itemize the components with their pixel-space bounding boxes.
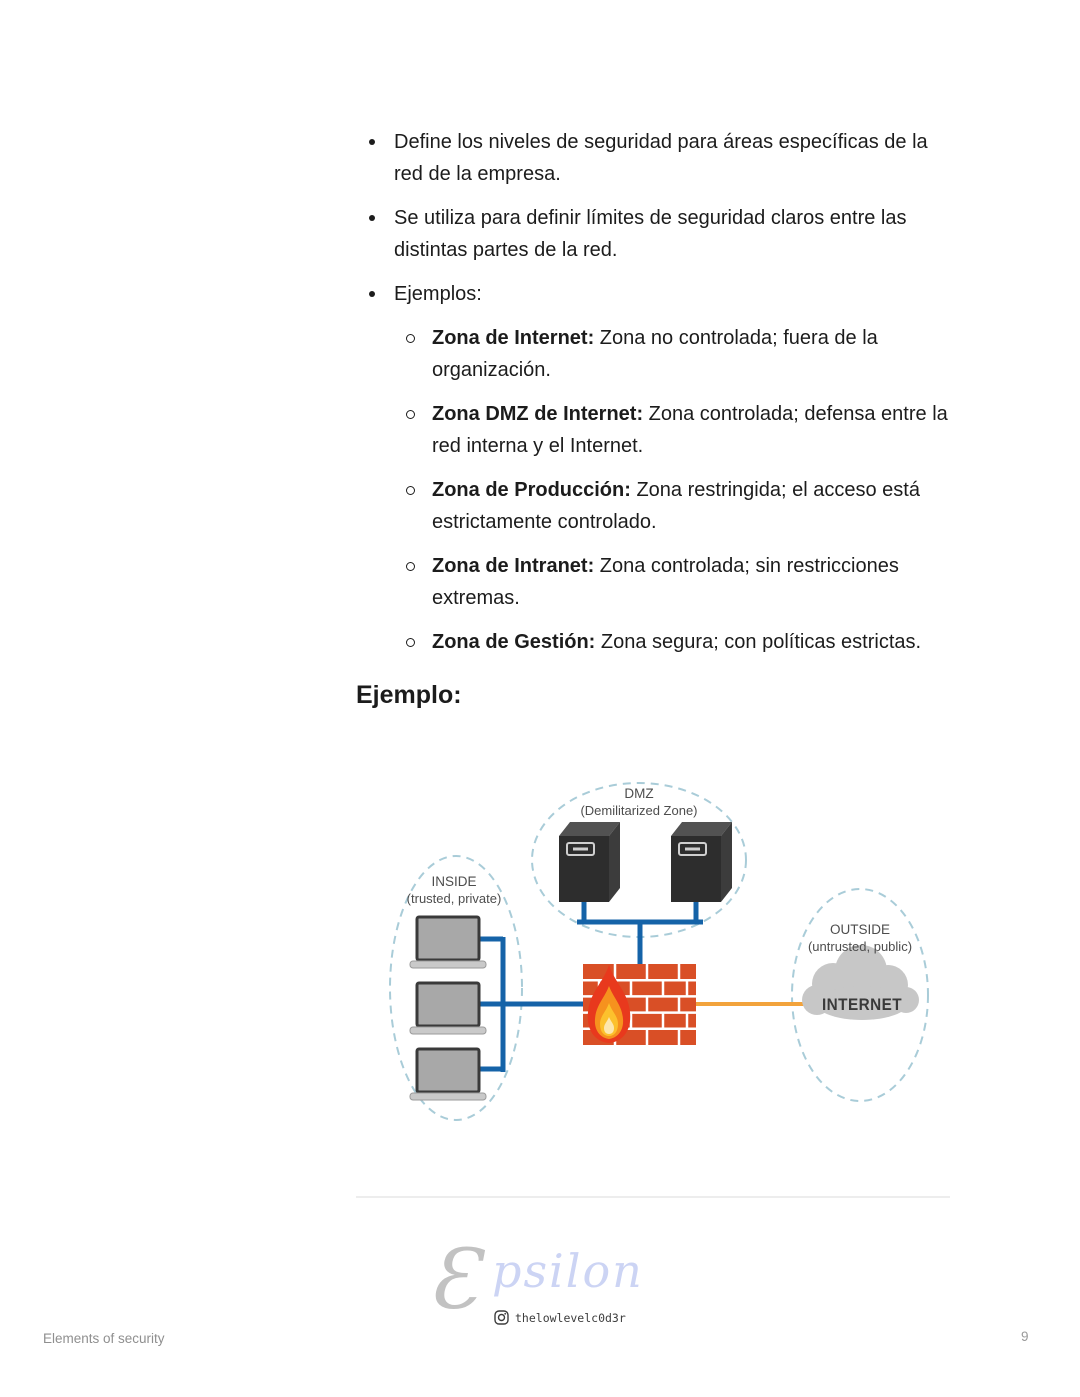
laptop-icon (409, 1047, 487, 1101)
bullet-item: Se utiliza para definir límites de segur… (356, 202, 960, 266)
network-zones-diagram: INTERNET INSIDE (trusted, private) DMZ (… (370, 772, 950, 1147)
network-links-blue (479, 902, 703, 1072)
dmz-zone-subtitle: (Demilitarized Zone) (580, 803, 697, 818)
zone-desc: Zona no controlada; fuera de la organiza… (432, 327, 878, 381)
bullet-text: Define los niveles de seguridad para áre… (394, 131, 928, 185)
zone-term: Zona de Intranet: (432, 555, 595, 577)
internet-label: INTERNET (822, 995, 902, 1014)
flame-icon (587, 965, 631, 1043)
inside-zone-subtitle: (trusted, private) (407, 891, 502, 906)
sub-bullet-item: Zona de Gestión: Zona segura; con políti… (356, 626, 960, 658)
firewall-icon (583, 964, 696, 1045)
page-content: Define los niveles de seguridad para áre… (356, 126, 960, 712)
sub-bullet-item: Zona de Producción: Zona restringida; el… (356, 474, 960, 538)
sub-bullet-item: Zona de Intranet: Zona controlada; sin r… (356, 550, 960, 614)
section-divider (356, 1196, 950, 1198)
sub-bullet-item: Zona de Internet: Zona no controlada; fu… (356, 322, 960, 386)
server-icon (559, 822, 620, 902)
outside-zone-ellipse (791, 888, 929, 1102)
epsilon-logo-script: psilon (492, 1244, 644, 1298)
inside-zone-ellipse (389, 855, 523, 1121)
outside-zone-title: OUTSIDE (830, 922, 890, 937)
zone-term: Zona de Internet: (432, 327, 595, 349)
zone-term: Zona de Gestión: (432, 631, 596, 653)
server-icon (671, 822, 732, 902)
zone-desc: Zona segura; con políticas estrictas. (595, 631, 922, 653)
zone-term: Zona DMZ de Internet: (432, 403, 644, 425)
outside-zone-subtitle: (untrusted, public) (808, 939, 912, 954)
zone-term: Zona de Producción: (432, 479, 631, 501)
zone-desc: Zona controlada; defensa entre la red in… (432, 403, 948, 457)
bullet-text: Ejemplos: (394, 283, 482, 305)
zone-desc: Zona controlada; sin restricciones extre… (432, 555, 899, 609)
laptop-icon (409, 981, 487, 1035)
instagram-handle-text: thelowlevelc0d3r (515, 1310, 626, 1325)
zone-desc: Zona restringida; el acceso está estrict… (432, 479, 920, 533)
bullet-text: Se utiliza para definir límites de segur… (394, 207, 907, 261)
dmz-zone-title: DMZ (624, 786, 653, 801)
epsilon-logo-glyph: Ɛ (428, 1233, 480, 1328)
bullet-item: Ejemplos: (356, 278, 960, 310)
instagram-icon (494, 1310, 509, 1325)
laptop-icon (409, 915, 487, 969)
document-title-footer: Elements of security (43, 1331, 165, 1346)
inside-zone-title: INSIDE (431, 874, 476, 889)
page-number: 9 (1021, 1329, 1029, 1344)
example-heading: Ejemplo: (356, 681, 462, 709)
internet-cloud-icon (802, 945, 919, 1020)
sub-bullet-item: Zona DMZ de Internet: Zona controlada; d… (356, 398, 960, 462)
instagram-handle: thelowlevelc0d3r (494, 1310, 626, 1325)
bullet-item: Define los niveles de seguridad para áre… (356, 126, 960, 190)
